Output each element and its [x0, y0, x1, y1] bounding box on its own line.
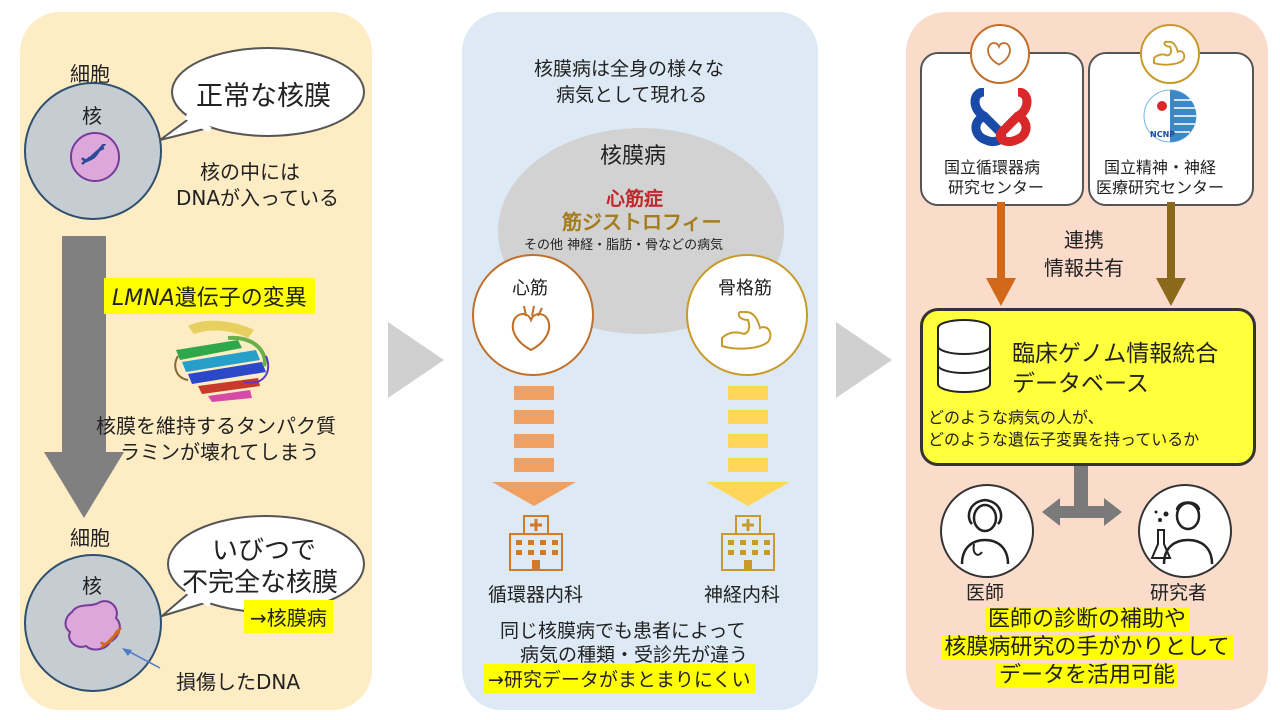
muscle-arm-icon — [1153, 40, 1186, 66]
speech-bubble-normal — [159, 47, 365, 141]
result-line2: 核膜病研究の手がかりとして — [941, 635, 1233, 660]
dna-icon — [81, 143, 107, 165]
ncvc-badge — [970, 24, 1030, 84]
mutation-text: 遺伝子の変異 — [174, 286, 307, 311]
collab-line2: 情報共有 — [1044, 256, 1124, 280]
researcher-label: 研究者 — [1150, 582, 1208, 604]
ncnp-name-line1: 国立精神・神経 — [1104, 158, 1217, 177]
muscle-arm-icon — [721, 311, 772, 350]
arrow-to-neuro — [706, 386, 790, 506]
bubble-normal-text: 正常な核膜 — [196, 81, 331, 112]
arrow-ncnp-to-db — [1156, 202, 1186, 306]
researcher-avatar — [1138, 484, 1232, 578]
hospital-icon — [509, 515, 563, 571]
db-title-line1: 臨床ゲノム情報統合 — [1012, 341, 1219, 367]
dept-neuro: 神経内科 — [704, 584, 781, 606]
damaged-dna-label: 損傷したDNA — [176, 670, 301, 694]
dna-note-line2: DNAが入っている — [176, 186, 340, 210]
ncvc-name-line2: 研究センター — [948, 178, 1045, 197]
footer-line3: →研究データがまとまりにくい — [484, 664, 755, 693]
heart-muscle-label: 心筋 — [512, 278, 548, 299]
ellipse-title: 核膜病 — [600, 144, 667, 169]
damaged-dna-icon — [99, 627, 123, 649]
ncvc-logo — [970, 88, 1032, 146]
skeletal-muscle-circle — [686, 254, 808, 376]
collab-line1: 連携 — [1064, 228, 1104, 252]
down-arrow-icon — [44, 236, 124, 518]
footer-line2: 病気の種類・受診先が違う — [520, 644, 749, 666]
db-title-line2: データベース — [1012, 371, 1149, 397]
arrow-ncvc-to-db — [986, 202, 1016, 306]
split-arrow-icon — [1042, 466, 1122, 526]
bubble-deformed-line2: 不完全な核膜 — [182, 568, 339, 598]
footer-line1: 同じ核膜病でも患者によって — [500, 620, 746, 642]
doctor-label: 医師 — [966, 582, 1005, 604]
disease-tag: →核膜病 — [244, 600, 333, 633]
db-desc-line1: どのような病気の人が、 — [928, 408, 1104, 427]
chevron-right-icon — [388, 322, 444, 398]
nucleus-label-bottom: 核 — [82, 574, 102, 598]
normal-cell — [24, 82, 162, 220]
db-desc-line2: どのような遺伝子変異を持っているか — [928, 430, 1200, 449]
dystrophy-label: 筋ジストロフィー — [562, 210, 722, 234]
heart-icon — [987, 42, 1011, 66]
ncnp-name-line2: 医療研究センター — [1096, 178, 1225, 197]
intro-line2: 病気として現れる — [556, 84, 708, 106]
lamin-protein-icon — [174, 320, 270, 402]
arrow-to-cardio — [492, 386, 576, 506]
intro-line1: 核膜病は全身の様々な — [534, 58, 725, 80]
result-line3: データを活用可能 — [995, 663, 1178, 688]
skeletal-muscle-label: 骨格筋 — [718, 278, 772, 299]
ncvc-name-line1: 国立循環器病 — [944, 158, 1041, 177]
others-label: その他 神経・脂肪・骨などの病気 — [524, 238, 724, 253]
bubble-deformed-line1: いびつで — [212, 536, 317, 566]
ncnp-logo — [1143, 89, 1197, 143]
ncnp-logo-text: NCNP — [1150, 130, 1176, 139]
dept-cardio: 循環器内科 — [488, 584, 584, 606]
dna-note-line1: 核の中には — [200, 160, 300, 184]
cell-label-bottom: 細胞 — [70, 526, 110, 550]
chevron-right-icon — [836, 322, 892, 398]
nucleus-label-top: 核 — [82, 104, 102, 128]
doctor-icon — [960, 498, 1010, 565]
hospital-icon — [721, 515, 775, 571]
protein-line2: ラミンが壊れてしまう — [120, 440, 320, 464]
database-icon — [937, 319, 991, 393]
cardiomyopathy-label: 心筋症 — [606, 188, 664, 210]
protein-line1: 核膜を維持するタンパク質 — [96, 414, 336, 438]
result-line1: 医師の診断の補助や — [984, 607, 1189, 632]
researcher-icon — [1150, 501, 1214, 565]
pointer-arrow-icon — [122, 648, 161, 669]
heart-muscle-circle — [472, 254, 594, 376]
mutation-gene-italic: LMNA — [112, 286, 175, 311]
result-text: 医師の診断の補助や 核膜病研究の手がかりとして データを活用可能 — [906, 606, 1268, 690]
heart-icon — [511, 305, 551, 352]
mutation-tag: LMNA遺伝子の変異 — [104, 278, 315, 314]
